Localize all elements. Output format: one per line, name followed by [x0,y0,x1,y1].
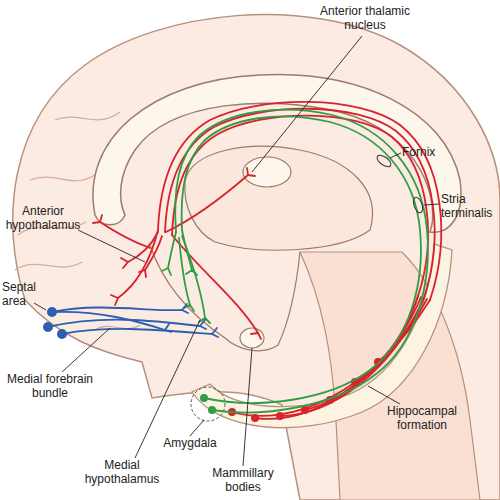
neuron-body [208,406,216,414]
stria-branch [182,236,205,318]
septal-neurons [43,307,67,339]
fornix-fiber [355,296,418,382]
bundle-fiber [52,312,165,330]
structure-label: Medial forebrain bundle [0,372,100,400]
medial-forebrain-bundle [48,304,218,337]
structure-label: Hippocampal formation [376,404,468,432]
leader-line [243,348,252,466]
thalamus [185,146,373,250]
structure-label: Anterior hypothalamus [2,204,84,232]
hemisphere-outline [13,15,500,500]
hippocampal-band [192,244,452,428]
synaptic-terminal [165,324,171,332]
stria-branch [179,238,190,305]
neuron-body [47,307,57,317]
fornix-fiber [330,296,418,400]
structure-label: Amygdala [158,436,222,450]
sulcus [55,112,120,120]
synaptic-terminal [121,258,128,268]
hypothalamus-outline [150,245,300,351]
neuron-body [200,394,208,402]
structure-label: Fornix [402,145,447,159]
stria-terminalis-pathway [162,110,428,413]
structure-label: Stria terminalis [441,192,499,220]
fornix-fiber [165,109,435,298]
stria-fiber [182,116,421,403]
sulcus [30,175,95,181]
synaptic-terminal [139,270,146,277]
leader-line [424,204,439,205]
fornix-branch [118,230,158,298]
amygdala-outline [191,387,225,421]
amygdala-neurons [200,394,216,414]
sulcus [15,262,82,270]
fornix-branch [166,175,248,232]
leader-line [34,303,46,310]
synaptic-terminal [251,333,261,339]
mammillary-body [240,328,264,348]
fornix-fiber [158,102,441,300]
fornix-fiber [378,298,424,362]
stria-section [412,196,425,214]
bundle-fiber [62,329,212,334]
stria-branch [168,232,176,268]
synaptic-terminal [93,215,102,223]
structure-label: Mammillary bodies [206,466,280,494]
leader-line [252,36,362,172]
stria-fiber [175,110,428,413]
neuron-body [276,412,284,420]
interthalamic-adhesion [243,157,291,187]
leader-line [62,328,110,372]
neuron-body [57,329,67,339]
leader-line [190,420,204,436]
structure-label: Anterior thalamic nucleus [310,4,420,32]
leader-line [390,153,401,158]
bundle-fiber [48,320,200,327]
synaptic-terminal [162,268,171,275]
fornix-branch [172,235,258,333]
fornix-branch [145,236,162,270]
fornix-pathway [93,102,441,419]
neuron-body [251,414,259,422]
leader-line [78,230,145,262]
neuron-body [43,322,53,332]
synaptic-terminal [200,320,206,329]
leader-lines [34,36,439,466]
leader-line [368,386,400,404]
synaptic-terminal [111,295,118,305]
fornix-section [375,153,393,169]
synaptic-terminal [212,328,218,337]
structure-label: Septal area [2,280,42,308]
structure-label: Medial hypothalamus [80,458,164,486]
synaptic-terminal [182,304,188,313]
